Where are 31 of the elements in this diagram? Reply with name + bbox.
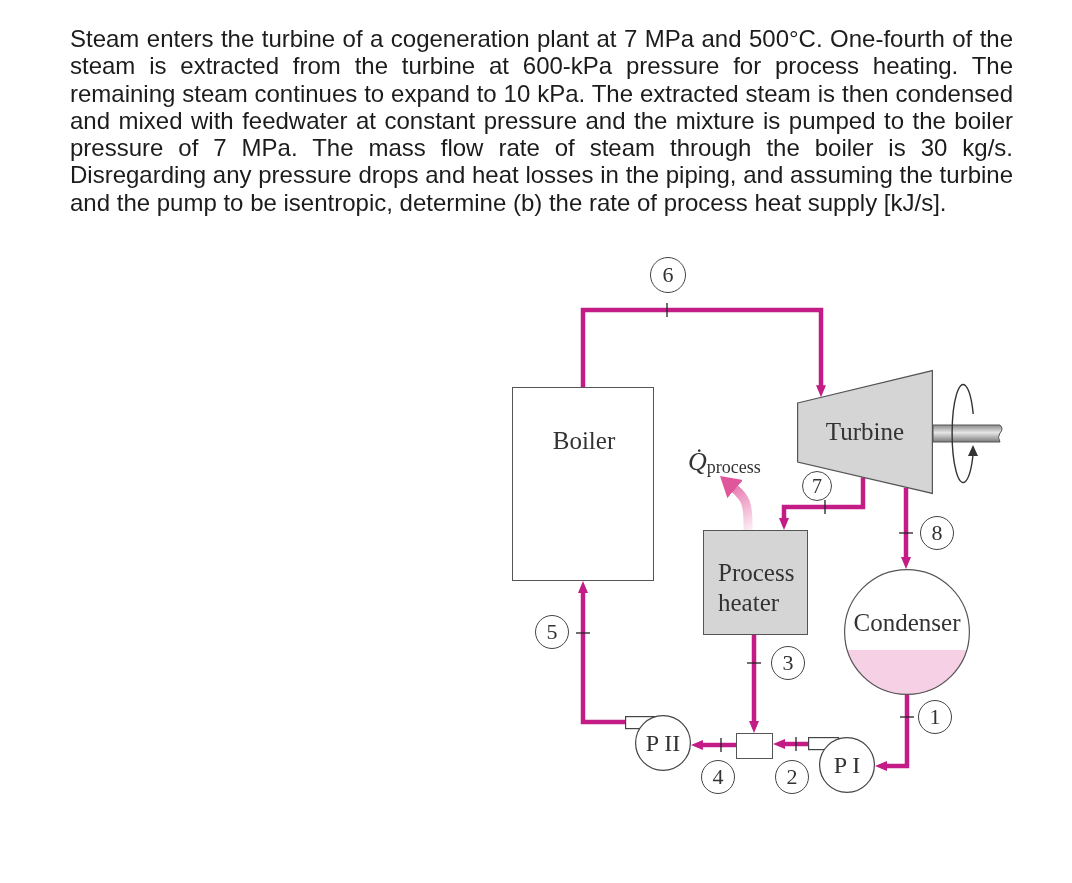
node-label: Boiler: [552, 426, 616, 456]
turbine-shape: [797, 370, 933, 494]
callout-number: 5: [535, 615, 569, 649]
heat-rate-symbol: Q̇$_{process}$: [688, 448, 768, 476]
pipe-arrow: [578, 581, 625, 725]
callout-number: 6: [650, 257, 686, 293]
pipe-arrow: [901, 487, 911, 569]
callout-number: 1: [918, 700, 952, 734]
callout-number: 7: [802, 471, 832, 501]
pump-symbol: [808, 737, 875, 793]
pipe-arrow: [779, 477, 866, 530]
pipe-arrow: [749, 635, 759, 733]
pipe-arrow: [875, 695, 910, 771]
boiler-box: [512, 387, 654, 581]
node-label: Process heater: [718, 558, 795, 618]
node-label: Turbine: [825, 417, 905, 447]
node-label: Condenser: [853, 608, 961, 638]
condenser-tank: [844, 569, 970, 695]
pump-symbol: [625, 715, 691, 771]
problem-text: Steam enters the turbine of a cogeneration plant at 7 MPa and 500°C. One-fourth of the steam is extracted from the turbine at 600-kPa pressure for process heating. The remaining steam continues to expand to 10 kPa. The extracted steam is then condensed and mixed with feedwater at constant pressure and the mixture is pumped to the boiler pressure of 7 MPa. The mass flow rate of steam through the boiler is 30 kg/s. Disregarding any pressure drops and heat losses in the piping, and assuming the turbine and the pump to be isentropic, determine (b) the rate of process heat supply [kJ/s].: [70, 25, 1013, 217]
mixing-chamber-box: [736, 733, 773, 759]
pipe-arrow: [773, 739, 808, 749]
callout-number: 3: [771, 646, 805, 680]
callout-number: 4: [701, 760, 735, 794]
node-label: P II: [645, 729, 681, 758]
callout-number: 8: [920, 516, 954, 550]
heater-box: [703, 530, 808, 635]
callout-number: 2: [775, 760, 809, 794]
pipe-arrow: [690, 740, 736, 750]
pipe-arrow: [580, 307, 826, 398]
node-label: P I: [833, 751, 861, 780]
